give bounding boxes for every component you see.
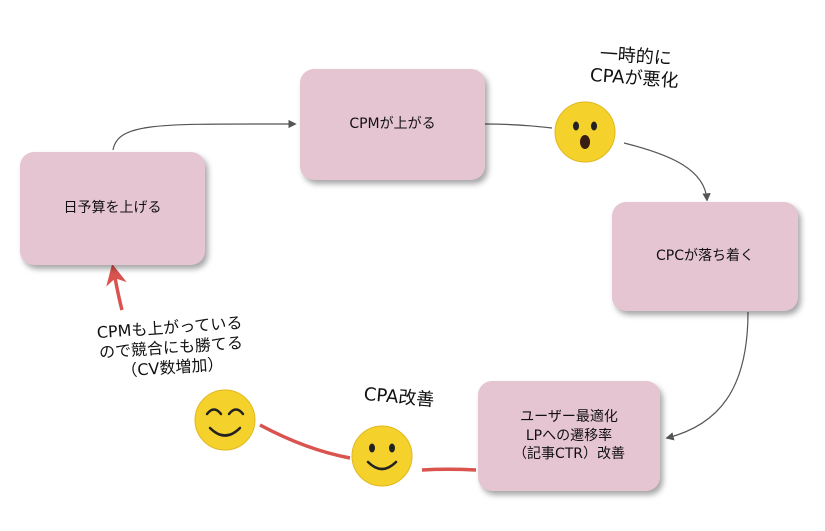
node-daily-budget: 日予算を上げる: [20, 152, 205, 265]
arrow-surprise-to-cpc: [623, 142, 711, 202]
node-optimize: ユーザー最適化 LPへの遷移率 （記事CTR）改善: [478, 381, 660, 491]
node-daily-budget-label: 日予算を上げる: [63, 200, 162, 217]
node-cpm-up-label: CPMが上がる: [349, 116, 436, 133]
arrow-to-daily-budget: [106, 263, 127, 311]
node-cpm-up: CPMが上がる: [300, 69, 485, 180]
arrow-cpc-to-optimize: [665, 311, 749, 441]
surprised-face-icon: [554, 101, 616, 163]
arrow-cpm-to-surprise: [484, 123, 553, 129]
happy-face-icon: [194, 389, 256, 451]
arrow-smile-to-smile: [259, 423, 351, 460]
node-cpc-settle-label: CPCが落ち着く: [656, 248, 754, 265]
node-optimize-label: ユーザー最適化 LPへの遷移率 （記事CTR）改善: [512, 408, 626, 463]
arrow-optimize-to-smile: [421, 467, 477, 472]
arrow-budget-to-cpm: [112, 119, 297, 151]
smiling-face-icon: [351, 425, 413, 487]
node-cpc-settle: CPCが落ち着く: [612, 202, 798, 311]
